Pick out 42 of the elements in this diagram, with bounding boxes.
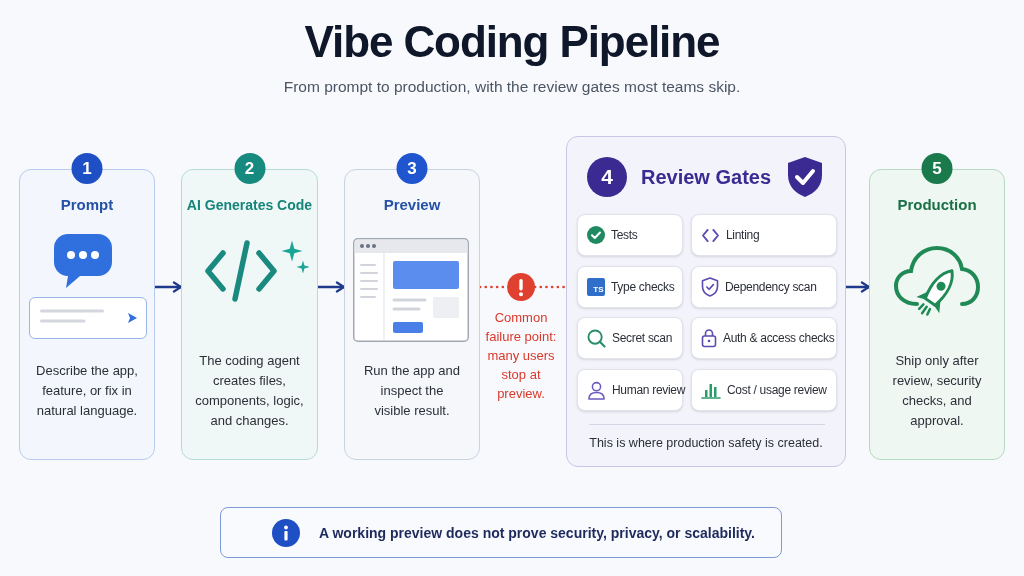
review-gates-panel <box>566 136 846 467</box>
review-gate-chip <box>577 266 683 308</box>
step-title: Production <box>897 195 977 215</box>
review-gate-chip <box>577 317 683 359</box>
review-gate-chip <box>577 214 683 256</box>
warning-icon <box>507 273 535 301</box>
step-description: Ship only after review, security checks, and approval. <box>891 352 983 430</box>
note-banner <box>220 507 782 558</box>
review-gate-chip <box>691 369 837 411</box>
gate-label: Auth & access checks <box>723 330 835 347</box>
gate-label: Tests <box>611 227 638 244</box>
step-description: Describe the app, feature, or fix in natural language. <box>35 362 139 420</box>
arrow <box>844 281 871 293</box>
gate-label: Type checks <box>611 279 675 296</box>
step-number: 3 <box>396 153 428 184</box>
diagram-title: Vibe Coding Pipeline <box>304 16 720 68</box>
step-title: AI Generates Code <box>186 196 313 215</box>
step-number: 2 <box>234 153 265 184</box>
step-title: Prompt <box>60 195 114 215</box>
note-text: A working preview does not prove security, privacy, or scalability. <box>319 524 755 542</box>
gate-label: Linting <box>726 227 760 244</box>
warning-caption: Common failure point: many users stop at preview. <box>484 309 558 403</box>
review-gate-chip <box>691 214 837 256</box>
gate-label: Secret scan <box>612 330 673 347</box>
arrow <box>153 281 183 293</box>
step-title: Preview <box>383 195 441 215</box>
panel-title: Review Gates <box>641 165 772 189</box>
dotted-line <box>533 285 568 289</box>
arrow <box>316 281 346 293</box>
review-gate-chip <box>691 317 837 359</box>
step-number: 1 <box>71 153 103 184</box>
subtitle: From prompt to production, with the review gates most teams skip. <box>283 77 741 97</box>
step-number: 5 <box>921 153 953 184</box>
panel-footer-text: This is where production safety is created. <box>589 435 823 452</box>
ts-badge: TS <box>587 278 605 296</box>
gate-label: Dependency scan <box>725 279 817 296</box>
step-description: The coding agent creates files, components, logic, and changes. <box>194 352 305 430</box>
review-gate-chip <box>691 266 837 308</box>
gate-label: Human review <box>612 382 686 399</box>
step-description: Run the app and inspect the visible result. <box>362 362 462 420</box>
step-number: 4 <box>587 157 627 197</box>
gate-label: Cost / usage review <box>727 382 827 399</box>
